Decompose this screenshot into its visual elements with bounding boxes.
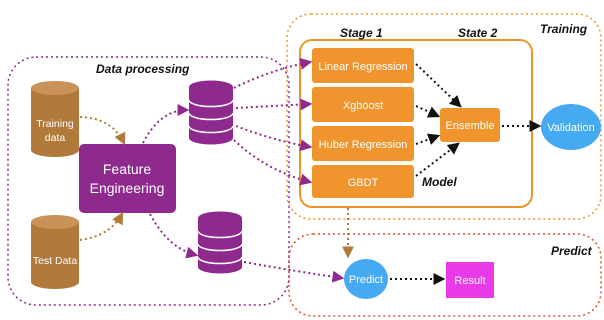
state2-label: State 2 (458, 26, 498, 40)
model-huber-regression-label: Huber Regression (319, 139, 408, 151)
feature-engineering-label-2: Engineering (90, 180, 165, 196)
arrow-xgboost-to-ensemble (415, 105, 441, 118)
validation-label: Validation (547, 122, 595, 134)
arrow-linear-regression-to-ensemble (415, 63, 462, 108)
model-gbdt-label: GBDT (348, 177, 379, 189)
ensemble-box: Ensemble (440, 108, 500, 142)
arrow-gbdt-to-ensemble (415, 142, 460, 177)
feature-engineering-label-1: Feature (103, 161, 151, 177)
arrow-db-to-linear-regression (233, 58, 313, 89)
predict-label: Predict (349, 274, 383, 286)
result-box: Result (446, 262, 494, 298)
predict-node: Predict (344, 259, 388, 299)
arrow-db-to-xgboost (235, 98, 313, 111)
model-gbdt: GBDT (312, 165, 414, 198)
arrow-db-to-gbdt (233, 139, 313, 186)
model-huber-regression: Huber Regression (312, 126, 414, 161)
arrow-db-to-huber-regression (235, 125, 313, 152)
training-data-label-1: Training (36, 118, 74, 130)
training-region (286, 13, 602, 220)
ensemble-label: Ensemble (446, 120, 495, 132)
model-xgboost-label: Xgboost (343, 100, 383, 112)
data-processing-title: Data processing (96, 62, 190, 76)
predict-region-title: Predict (551, 244, 593, 258)
model-linear-regression-label: Linear Regression (318, 61, 407, 73)
predict-region (288, 233, 602, 317)
test-data-label: Test Data (33, 255, 78, 267)
feature-engineering-box: Feature Engineering (79, 144, 176, 213)
model-linear-regression: Linear Regression (312, 48, 414, 83)
test-database-icon (197, 211, 243, 274)
training-data-cylinder: Training data (31, 81, 79, 157)
arrow-training-to-fe (79, 116, 126, 146)
arrow-fe-to-upper-db (142, 104, 190, 144)
training-database-icon (188, 80, 234, 145)
arrow-lower-db-to-predict (243, 261, 345, 283)
training-title: Training (540, 22, 588, 36)
model-label: Model (422, 175, 457, 189)
arrow-test-to-fe (79, 211, 124, 241)
training-data-label-2: data (45, 132, 66, 144)
stage1-label: Stage 1 (340, 26, 383, 40)
arrow-fe-to-lower-db (149, 213, 199, 259)
model-xgboost: Xgboost (312, 87, 414, 122)
validation-node: Validation (541, 104, 601, 150)
result-label: Result (454, 275, 485, 287)
test-data-cylinder: Test Data (31, 215, 79, 289)
arrow-huber-to-ensemble (415, 133, 441, 145)
